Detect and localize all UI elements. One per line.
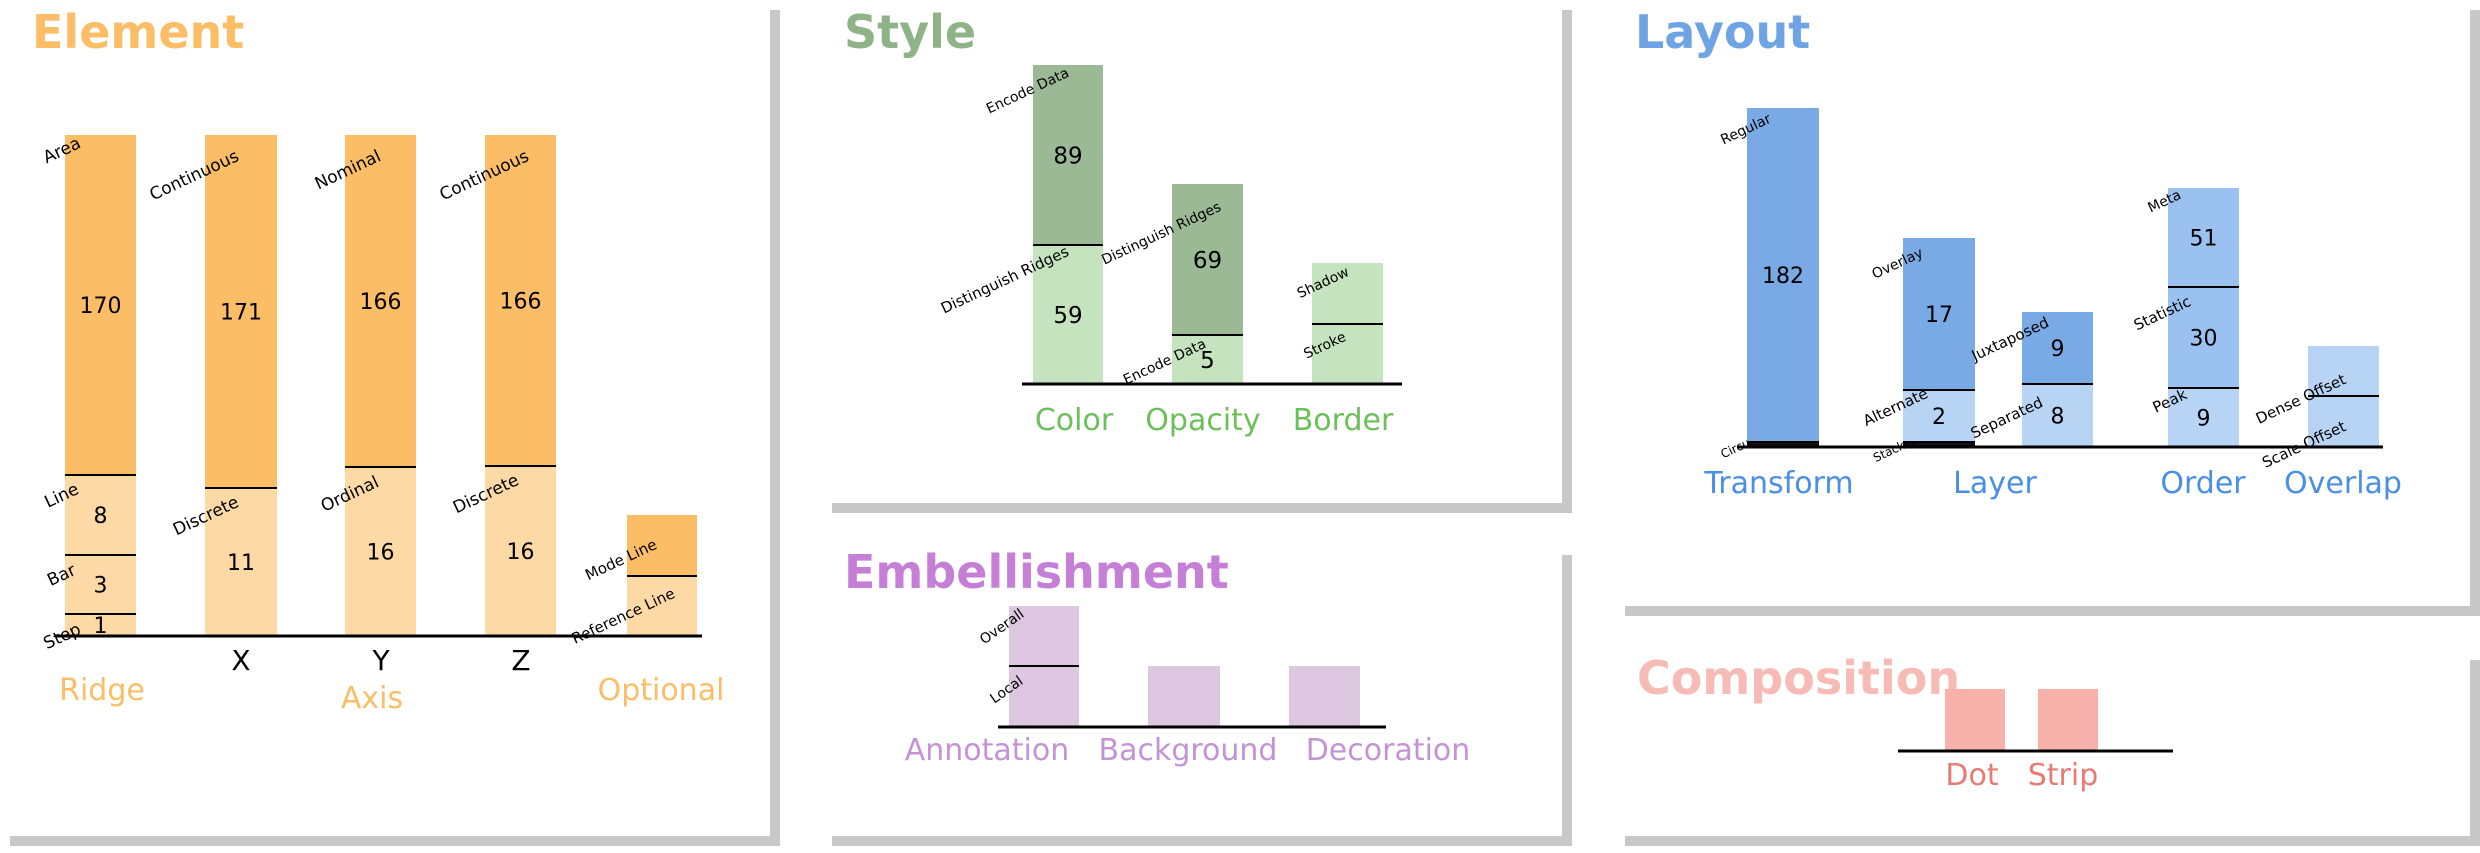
- data-label: 17: [1925, 303, 1953, 328]
- layout-bar-segment: [1747, 108, 1819, 442]
- data-label: 166: [360, 290, 402, 315]
- embellishment-bar-segment: [1009, 606, 1079, 666]
- panel-title: Style: [844, 5, 977, 59]
- category-label: Border: [1293, 403, 1394, 438]
- data-label: 3: [94, 573, 108, 598]
- data-label: 9: [2051, 337, 2065, 362]
- element-bar-segment: [345, 135, 416, 467]
- composition-bar: [1945, 689, 2005, 751]
- tick-label: X: [231, 644, 250, 677]
- category-label: Decoration: [1306, 733, 1471, 768]
- layout-bar-segment: [2308, 396, 2379, 447]
- data-label: 16: [367, 540, 395, 565]
- element-bar-segment: [65, 475, 136, 555]
- data-label: 1: [94, 614, 108, 639]
- data-label: 8: [2051, 404, 2065, 429]
- data-label: 89: [1053, 143, 1082, 169]
- data-label: 11: [227, 551, 255, 576]
- group-label: Layer: [1953, 466, 2037, 501]
- layout-bar-segment: [2168, 388, 2239, 447]
- style-bar-segment: [1172, 335, 1243, 384]
- data-label: 59: [1053, 303, 1082, 329]
- element-bar-segment: [205, 488, 277, 636]
- layout-bar-segment: [1903, 390, 1975, 442]
- panel-title: Layout: [1635, 5, 1811, 59]
- tick-label: Overlap: [2284, 466, 2402, 501]
- data-label: 171: [220, 300, 262, 325]
- style-panel: Style: [822, 0, 1562, 503]
- element-bar-segment: [485, 135, 556, 466]
- element-bar-segment: [205, 135, 277, 488]
- group-label: Axis: [341, 681, 403, 716]
- style-bar-segment: [1033, 245, 1103, 384]
- data-label: 16: [507, 540, 535, 565]
- tick-label: Order: [2160, 466, 2246, 501]
- element-bar-segment: [65, 614, 136, 636]
- data-label: 30: [2190, 326, 2218, 351]
- composition-bar: [2038, 689, 2098, 751]
- category-label: Color: [1035, 403, 1114, 438]
- group-label: Ridge: [59, 673, 145, 708]
- category-label: Background: [1099, 733, 1278, 768]
- layout-bar-segment: [2308, 346, 2379, 396]
- layout-bar-segment: [1903, 238, 1975, 390]
- layout-bar-segment: [1747, 442, 1819, 447]
- style-bar-segment: [1312, 324, 1383, 384]
- embellishment-bar-segment: [1289, 666, 1360, 727]
- embellishment-bar-segment: [1148, 666, 1220, 727]
- element-bar-segment: [627, 515, 697, 576]
- group-label: Optional: [598, 673, 725, 708]
- category-label: Strip: [2028, 758, 2099, 793]
- style-bar-segment: [1033, 65, 1103, 245]
- data-label: 2: [1932, 405, 1946, 430]
- layout-bar-segment: [2022, 312, 2093, 384]
- element-bar-segment: [65, 135, 136, 475]
- panel-title: Element: [32, 5, 245, 59]
- data-label: 166: [500, 289, 542, 314]
- data-label: 9: [2197, 406, 2211, 431]
- style-bar-segment: [1312, 263, 1383, 324]
- layout-panel: Layout: [1615, 0, 2470, 606]
- data-label: 69: [1193, 248, 1222, 274]
- layout-bar-segment: [2168, 188, 2239, 287]
- panel-title: Embellishment: [844, 545, 1229, 599]
- element-bar-segment: [485, 466, 556, 636]
- category-label: Opacity: [1145, 403, 1260, 438]
- tick-label: Y: [371, 644, 390, 677]
- element-bar-segment: [627, 576, 697, 636]
- data-label: 51: [2190, 226, 2218, 251]
- panel-title: Composition: [1637, 651, 1961, 705]
- layout-bar-segment: [2022, 384, 2093, 447]
- data-label: 5: [1200, 348, 1215, 374]
- layout-bar-segment: [2168, 287, 2239, 388]
- data-label: 182: [1762, 264, 1804, 289]
- category-label: Annotation: [905, 733, 1070, 768]
- element-bar-segment: [345, 467, 416, 636]
- embellishment-bar-segment: [1009, 666, 1079, 727]
- data-label: 8: [94, 504, 108, 529]
- data-label: 170: [80, 294, 122, 319]
- element-bar-segment: [65, 555, 136, 614]
- style-bar-segment: [1172, 184, 1243, 335]
- layout-bar-segment: [1903, 442, 1975, 447]
- category-label: Dot: [1945, 758, 1998, 793]
- tick-label: Transform: [1703, 466, 1853, 501]
- tick-label: Z: [511, 644, 530, 677]
